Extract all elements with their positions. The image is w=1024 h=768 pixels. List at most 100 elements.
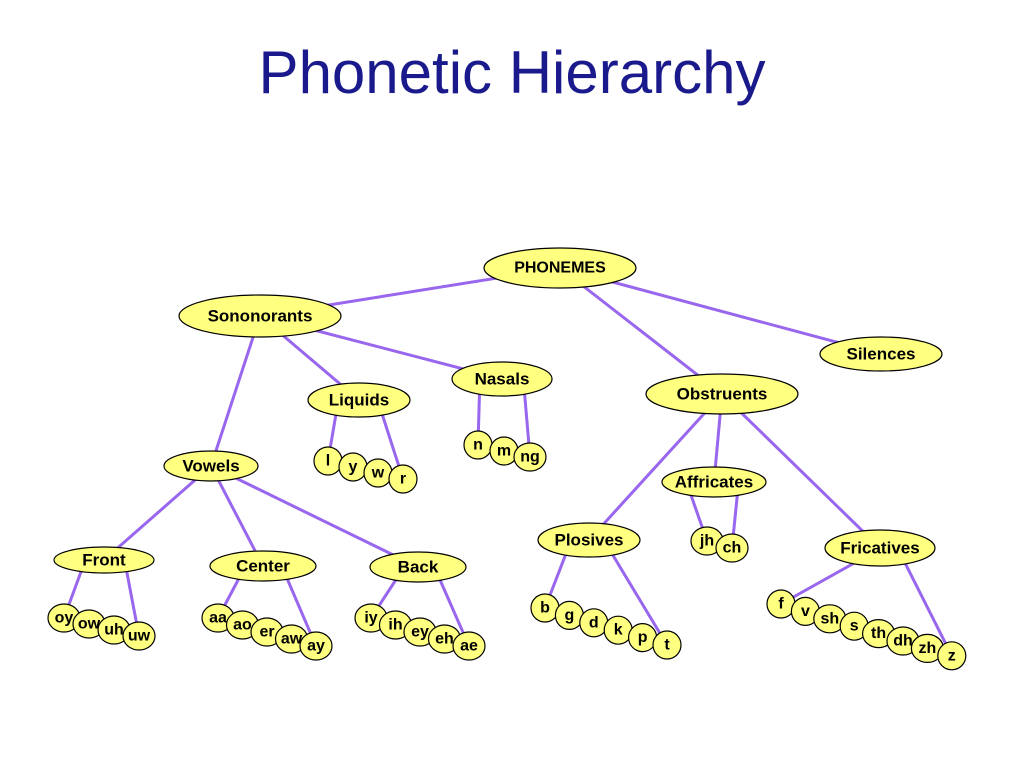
node-center-shape xyxy=(209,550,317,582)
node-obstruents-label: Obstruents xyxy=(677,385,768,404)
node-vowels: Vowels xyxy=(163,450,259,482)
phone-ih-label: ih xyxy=(388,617,402,634)
node-liquids: Liquids xyxy=(307,382,411,418)
node-phonemes-label: PHONEMES xyxy=(514,260,606,277)
phone-z-label: z xyxy=(948,647,956,664)
node-liquids-label: Liquids xyxy=(329,391,389,410)
node-back-shape xyxy=(369,551,467,583)
edge-obstruents-plosives xyxy=(587,392,724,542)
node-back: Back xyxy=(369,551,467,583)
phone-w: w xyxy=(363,458,393,488)
phone-p-label: p xyxy=(638,629,648,646)
phone-l-label: l xyxy=(326,453,330,470)
phone-k: k xyxy=(603,615,633,645)
phone-zh: zh xyxy=(910,633,945,664)
edge-sonorants-vowels xyxy=(209,315,262,467)
phone-ae-label: ae xyxy=(460,638,478,655)
slide-title: Phonetic Hierarchy xyxy=(258,39,766,106)
phone-v: v xyxy=(790,596,821,627)
node-silences-label: Silences xyxy=(847,345,916,364)
phone-er-label: er xyxy=(259,624,274,641)
phone-ch-shape xyxy=(715,533,749,563)
node-nasals-shape xyxy=(451,361,553,397)
phone-v-label: v xyxy=(801,603,810,620)
phone-t-shape xyxy=(652,630,682,660)
node-plosives-label: Plosives xyxy=(555,531,624,550)
phone-dh-label: dh xyxy=(893,633,913,650)
node-sonorants-shape xyxy=(178,294,342,338)
phone-g-label: g xyxy=(565,607,575,624)
phone-r: r xyxy=(388,464,418,494)
node-plosives: Plosives xyxy=(537,522,641,558)
edge-obstruents-fricatives xyxy=(720,392,882,550)
node-center: Center xyxy=(209,550,317,582)
node-plosives-shape xyxy=(537,522,641,558)
edge-plosives-last-phone xyxy=(610,552,669,646)
node-fricatives: Fricatives xyxy=(824,529,936,567)
node-front-label: Front xyxy=(82,551,126,570)
phone-th-label: th xyxy=(871,625,886,642)
edge-vowels-back xyxy=(210,464,419,569)
phone-zh-label: zh xyxy=(919,640,937,657)
node-back-label: Back xyxy=(398,558,439,577)
node-front: Front xyxy=(53,546,155,574)
phone-jh-label: jh xyxy=(699,533,714,550)
phone-oy-label: oy xyxy=(55,610,74,627)
phone-uw-label: uw xyxy=(128,628,151,645)
phone-k-label: k xyxy=(614,622,623,639)
phone-ng-label: ng xyxy=(520,449,540,466)
phone-ay-label: ay xyxy=(307,638,325,655)
phone-b-label: b xyxy=(540,600,550,617)
phone-uh-label: uh xyxy=(104,622,124,639)
phone-aw-label: aw xyxy=(281,631,303,648)
phone-b: b xyxy=(530,593,560,623)
phone-sh: sh xyxy=(813,604,847,634)
phone-uw: uw xyxy=(122,621,156,651)
phone-m: m xyxy=(489,436,519,466)
phone-ch: ch xyxy=(715,533,749,563)
node-affricates: Affricates xyxy=(661,466,767,498)
node-sonorants: Sononorants xyxy=(178,294,342,338)
edge-fricatives-last-phone xyxy=(903,561,954,657)
phone-f: f xyxy=(766,589,796,619)
phone-aa-label: aa xyxy=(209,610,227,627)
node-silences-shape xyxy=(819,336,943,372)
node-silences: Silences xyxy=(819,336,943,372)
node-affricates-label: Affricates xyxy=(675,473,753,492)
phone-ng: ng xyxy=(513,442,547,472)
phone-f-label: f xyxy=(778,596,784,613)
phone-z: z xyxy=(937,641,967,671)
phone-ay: ay xyxy=(299,631,333,661)
phone-n: n xyxy=(463,430,493,460)
node-fricatives-label: Fricatives xyxy=(840,539,919,558)
node-nasals-label: Nasals xyxy=(475,370,530,389)
node-center-label: Center xyxy=(236,557,290,576)
phone-ch-label: ch xyxy=(723,540,742,557)
phone-r-label: r xyxy=(400,471,406,488)
node-liquids-shape xyxy=(307,382,411,418)
phone-oy: oy xyxy=(47,603,81,633)
phone-eh-label: eh xyxy=(435,631,454,648)
phone-d: d xyxy=(579,608,609,638)
phone-m-label: m xyxy=(497,443,511,460)
phone-ae-shape xyxy=(452,631,486,661)
phone-w-label: w xyxy=(371,465,385,482)
node-vowels-shape xyxy=(163,450,259,482)
edge-phonemes-obstruents xyxy=(559,266,723,396)
phone-uh: uh xyxy=(97,615,131,645)
node-obstruents: Obstruents xyxy=(645,373,799,415)
phone-uw-shape xyxy=(122,621,156,651)
node-vowels-label: Vowels xyxy=(182,457,239,476)
phone-ng-shape xyxy=(513,442,547,472)
phone-iy-label: iy xyxy=(364,610,377,627)
phone-ow-label: ow xyxy=(78,616,101,633)
phone-t: t xyxy=(652,630,682,660)
node-front-shape xyxy=(53,546,155,574)
phone-ao-label: ao xyxy=(233,617,252,634)
